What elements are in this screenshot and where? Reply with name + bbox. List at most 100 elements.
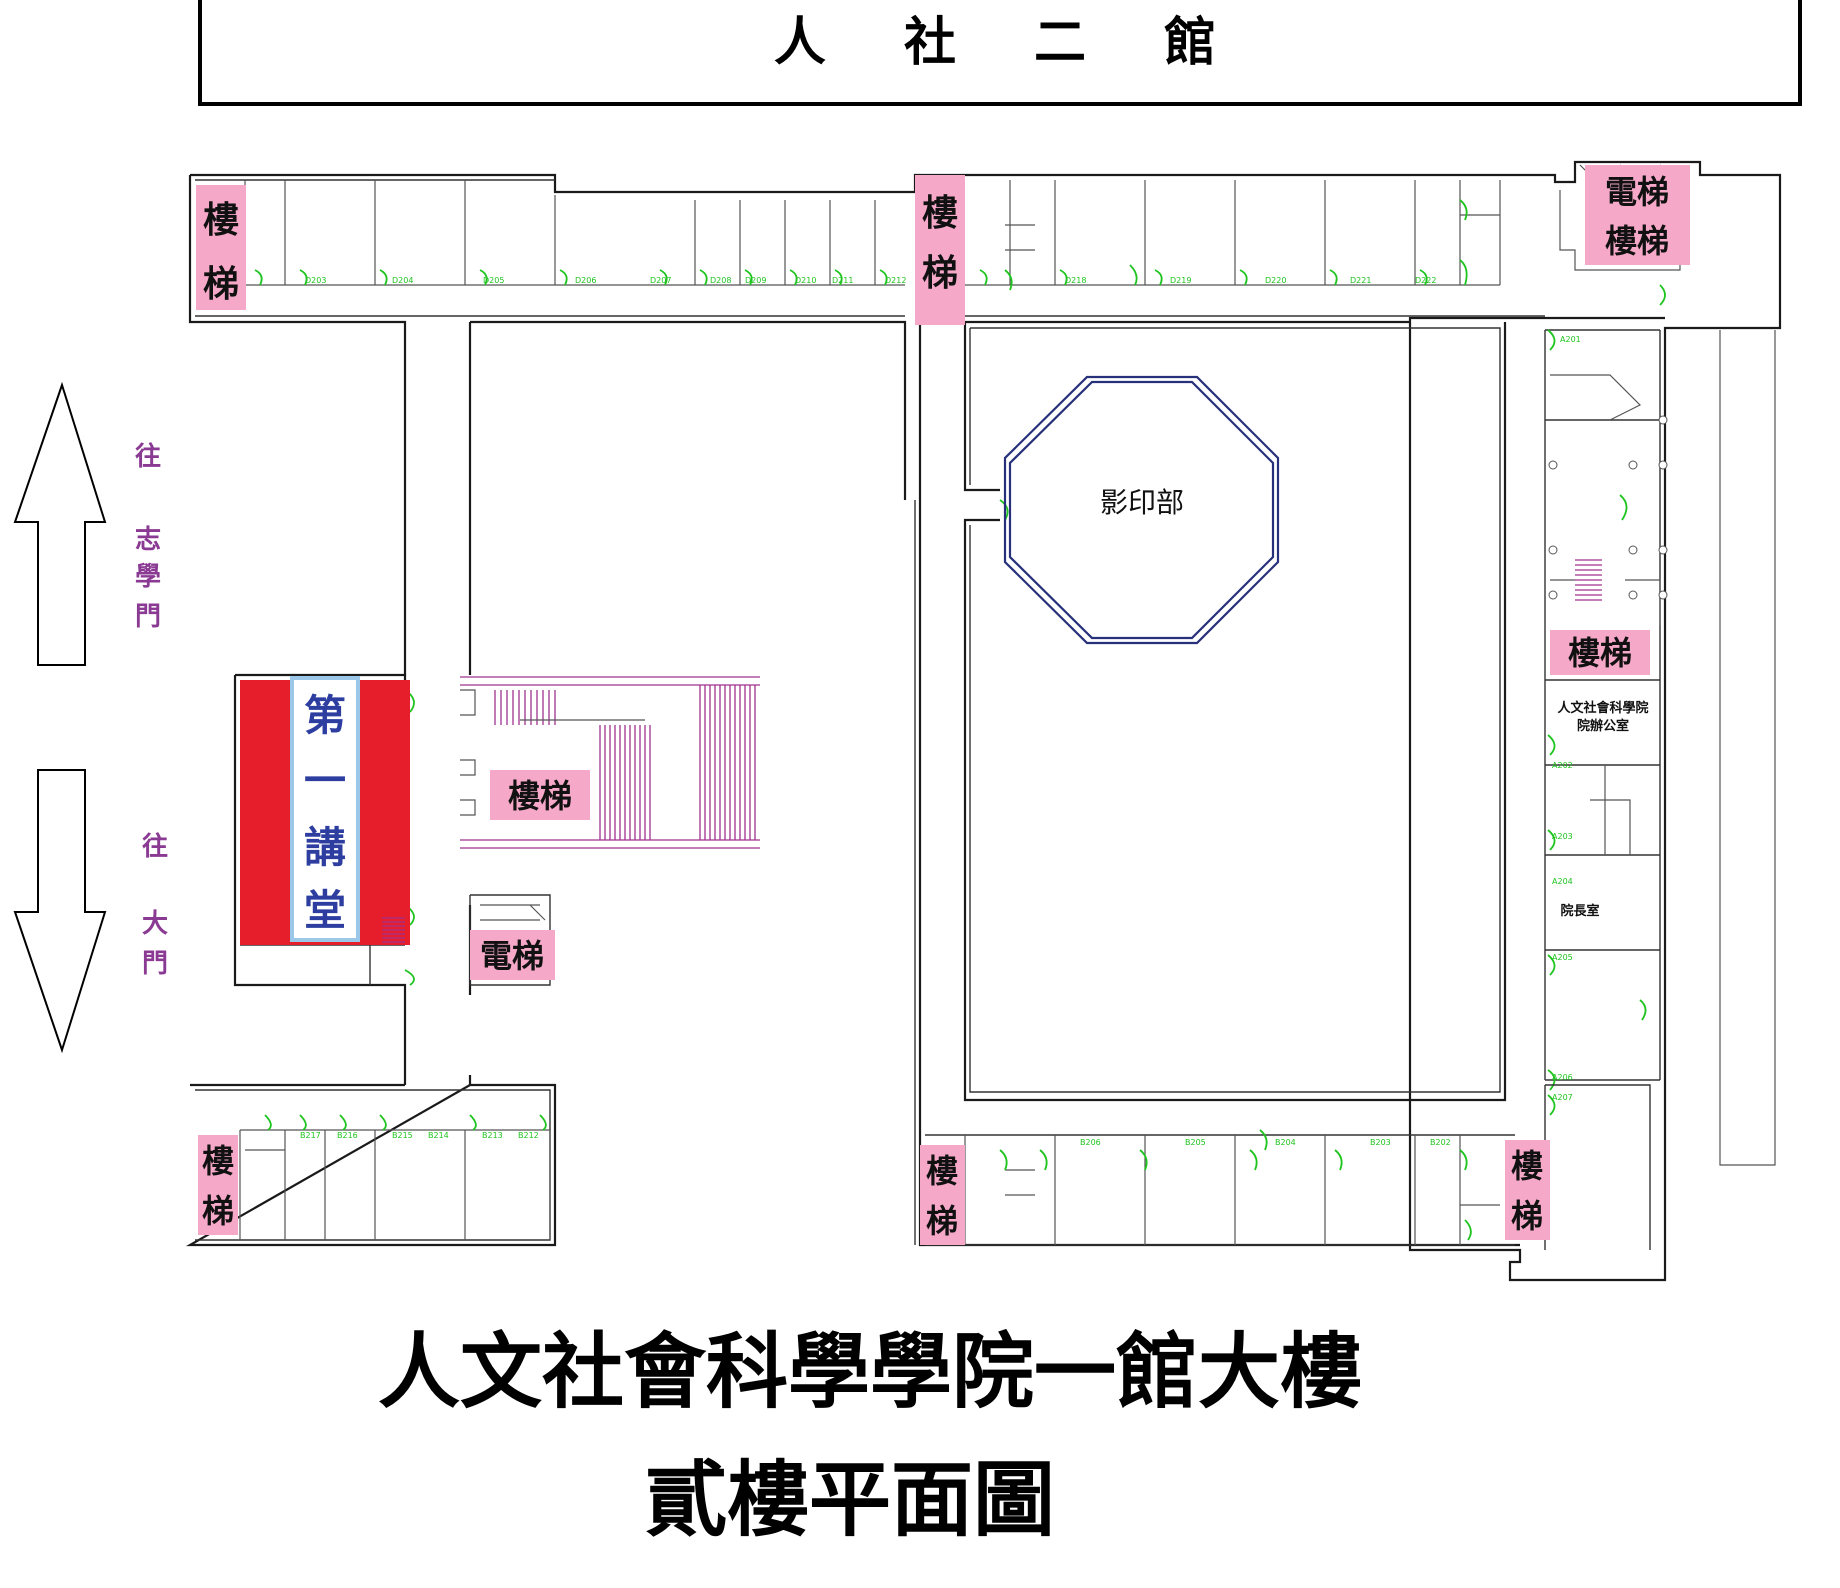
column-marker [1548, 545, 1558, 555]
svg-text:A203: A203 [1552, 832, 1573, 841]
dean-room-label: 院長室 [1560, 903, 1599, 919]
neighbor-building-box [198, 0, 1802, 106]
central-block: B206 B205 B204 B203 B202 影印部 [914, 322, 1520, 1247]
label-elevator-stairs-top-right: 電梯 樓梯 [1585, 165, 1690, 265]
svg-text:D203: D203 [305, 276, 326, 285]
svg-text:樓: 樓 [922, 192, 958, 234]
svg-text:D220: D220 [1265, 276, 1286, 285]
svg-text:樓梯: 樓梯 [508, 777, 572, 815]
neighbor-building-label: 人 社 二 館 [774, 12, 1246, 73]
arrow-down-icon [13, 769, 107, 1054]
copy-center-label: 影印部 [1100, 486, 1184, 519]
column-marker [1548, 460, 1558, 470]
svg-text:D219: D219 [1170, 276, 1191, 285]
label-stairs-center: 樓梯 [490, 770, 590, 820]
svg-text:往: 往 [142, 831, 168, 862]
north-room-numbers: D203 D204 D205 D206 D207 D208 D209 D210 … [305, 276, 1436, 285]
svg-text:樓梯: 樓梯 [1568, 634, 1632, 672]
label-stairs-bottom-right: 樓 梯 [1505, 1140, 1550, 1240]
svg-text:梯: 梯 [203, 263, 239, 305]
svg-text:B215: B215 [392, 1131, 413, 1140]
east-wing: A201 A202 A203 A204 A205 A206 A207 人文社會科… [1544, 329, 1668, 1250]
svg-text:D204: D204 [392, 276, 413, 285]
svg-text:梯: 梯 [202, 1192, 234, 1230]
svg-text:樓: 樓 [1511, 1147, 1543, 1185]
svg-text:樓: 樓 [203, 199, 239, 241]
svg-text:D205: D205 [483, 276, 504, 285]
floor-title: 貳樓平面圖 [645, 1452, 1055, 1548]
svg-text:電梯: 電梯 [1605, 173, 1669, 211]
svg-text:B205: B205 [1185, 1138, 1206, 1147]
svg-text:門: 門 [142, 949, 168, 979]
label-stairs-top-left: 樓 梯 [196, 185, 246, 310]
svg-text:A205: A205 [1552, 953, 1573, 962]
svg-text:志: 志 [135, 525, 161, 555]
svg-text:D221: D221 [1350, 276, 1371, 285]
column-marker [1628, 590, 1638, 600]
svg-text:D211: D211 [832, 276, 853, 285]
svg-text:B212: B212 [518, 1131, 539, 1140]
svg-text:A206: A206 [1552, 1073, 1573, 1082]
lecture-char-2: 一 [304, 756, 346, 805]
svg-text:D222: D222 [1415, 276, 1436, 285]
south-room-numbers: B206 B205 B204 B203 B202 [1080, 1138, 1451, 1147]
svg-text:D208: D208 [710, 276, 731, 285]
lecture-char-3: 講 [304, 823, 346, 872]
column-marker [1658, 460, 1668, 470]
label-stairs-bottom-left: 樓 梯 [198, 1135, 238, 1235]
column-marker [1658, 545, 1668, 555]
column-marker [1548, 590, 1558, 600]
label-stairs-east: 樓梯 [1550, 630, 1650, 675]
svg-text:D218: D218 [1065, 276, 1086, 285]
svg-text:D206: D206 [575, 276, 596, 285]
svg-text:樓: 樓 [926, 1152, 958, 1190]
svg-text:樓: 樓 [202, 1142, 234, 1180]
svg-text:梯: 梯 [1511, 1197, 1543, 1235]
dean-office-label-2: 院辦公室 [1577, 718, 1629, 734]
svg-text:B203: B203 [1370, 1138, 1391, 1147]
column-marker [1628, 460, 1638, 470]
east-stair-treads [1575, 559, 1602, 601]
lecture-char-1: 第 [304, 691, 346, 740]
north-wing: D203 D204 D205 D206 D207 D208 D209 D210 … [188, 160, 1782, 1282]
lecture-char-4: 堂 [304, 886, 346, 935]
svg-text:D207: D207 [650, 276, 671, 285]
svg-text:大: 大 [142, 909, 168, 939]
svg-text:電梯: 電梯 [480, 937, 544, 975]
label-stairs-bottom-mid: 樓 梯 [920, 1145, 965, 1245]
svg-text:學: 學 [135, 562, 161, 592]
svg-text:B202: B202 [1430, 1138, 1451, 1147]
southwest-wing: B217 B216 B215 B214 B213 B212 [185, 1083, 557, 1247]
svg-text:D209: D209 [745, 276, 766, 285]
column-marker [1628, 545, 1638, 555]
copy-center-outline [1003, 375, 1280, 645]
svg-text:B217: B217 [300, 1131, 321, 1140]
southwest-room-numbers: B217 B216 B215 B214 B213 B212 [300, 1131, 539, 1140]
direction-to-main-gate: 往 大 門 [142, 831, 168, 979]
svg-text:往: 往 [135, 441, 161, 472]
lecture-hall: 第 一 講 堂 [240, 676, 410, 945]
svg-text:D212: D212 [885, 276, 906, 285]
svg-text:梯: 梯 [922, 252, 958, 294]
svg-text:B214: B214 [428, 1131, 449, 1140]
column-marker [1658, 415, 1668, 425]
svg-text:A202: A202 [1552, 761, 1573, 770]
column-marker [1658, 590, 1668, 600]
svg-text:B204: B204 [1275, 1138, 1296, 1147]
svg-text:B216: B216 [337, 1131, 358, 1140]
svg-text:A201: A201 [1560, 335, 1581, 344]
svg-text:梯: 梯 [926, 1202, 958, 1240]
arrow-up-icon [13, 381, 107, 666]
svg-text:D210: D210 [795, 276, 816, 285]
direction-to-zhixue-gate: 往 志 學 門 [135, 441, 161, 632]
svg-text:B206: B206 [1080, 1138, 1101, 1147]
east-room-numbers: A201 A202 A203 A204 A205 A206 A207 [1552, 335, 1581, 1102]
svg-text:A207: A207 [1552, 1093, 1573, 1102]
svg-text:樓梯: 樓梯 [1605, 222, 1669, 260]
east-columns [1548, 415, 1668, 600]
svg-text:B213: B213 [482, 1131, 503, 1140]
label-stairs-top-mid: 樓 梯 [915, 175, 965, 325]
label-elevator-center: 電梯 [470, 930, 555, 980]
central-stair-treads [494, 685, 756, 840]
